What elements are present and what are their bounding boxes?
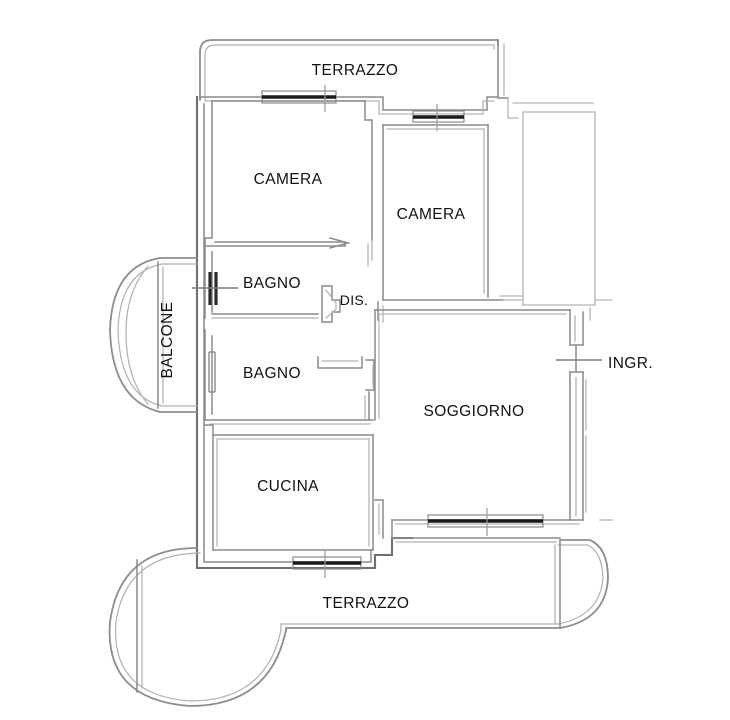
room-bagno-bottom <box>204 329 375 425</box>
room-label-soggiorno: SOGGIORNO <box>424 403 525 420</box>
balcone-outline <box>109 257 198 413</box>
room-label-bagno-bottom: BAGNO <box>243 365 301 382</box>
window-camera-right <box>412 104 465 131</box>
room-label-camera-right: CAMERA <box>397 206 466 223</box>
room-label-balcone: BALCONE <box>159 302 176 379</box>
door-ingresso <box>556 345 602 373</box>
room-label-bagno-top: BAGNO <box>243 275 301 292</box>
window-camera-left <box>261 85 337 112</box>
window-cucina <box>292 550 362 578</box>
room-label-disimpegno: DIS. <box>340 292 368 308</box>
room-bagno-top <box>204 245 341 323</box>
room-cucina <box>204 424 374 551</box>
room-label-terrazzo-top: TERRAZZO <box>312 62 399 79</box>
room-camera-right <box>377 124 524 323</box>
room-label-camera-left: CAMERA <box>254 171 323 188</box>
door-bagno-bottom <box>208 351 216 393</box>
door-bagno-top <box>192 272 238 305</box>
room-soggiorno <box>374 309 587 539</box>
building-perimeter <box>195 95 414 570</box>
right-outer-wall <box>507 97 613 521</box>
room-camera-left <box>204 100 373 267</box>
room-label-terrazzo-bottom: TERRAZZO <box>323 595 410 612</box>
room-label-ingresso: INGR. <box>608 355 653 372</box>
terrazzo-bottom-outline <box>108 537 609 707</box>
window-soggiorno <box>427 508 544 536</box>
room-label-cucina: CUCINA <box>257 478 319 495</box>
